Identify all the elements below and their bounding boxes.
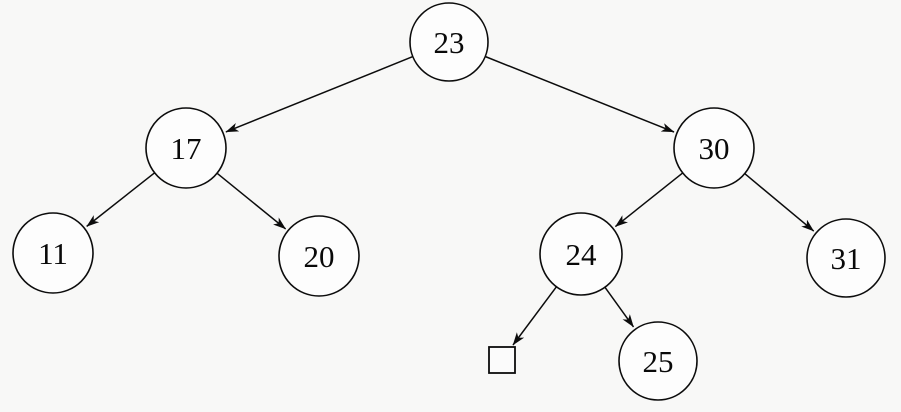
tree-node-23: 23 [409, 2, 489, 82]
node-label: 23 [434, 25, 465, 60]
edge-24-25 [604, 286, 635, 328]
node-circle [278, 215, 360, 297]
nil-square [488, 346, 516, 374]
edge-23-30 [484, 55, 675, 133]
edge-30-31 [744, 173, 815, 232]
edge-17-11 [86, 172, 156, 227]
node-circle [806, 218, 886, 298]
node-circle [539, 212, 623, 296]
node-circle [673, 107, 755, 189]
node-label: 11 [38, 236, 68, 271]
tree-node-31: 31 [806, 218, 886, 298]
tree-node-11: 11 [12, 212, 94, 294]
edge-24-nil [512, 286, 558, 346]
node-label: 31 [831, 241, 862, 276]
tree-node-24: 24 [539, 212, 623, 296]
node-label: 17 [171, 131, 202, 166]
tree-node-20: 20 [278, 215, 360, 297]
node-label: 30 [699, 131, 730, 166]
tree-node-30: 30 [673, 107, 755, 189]
edge-17-20 [216, 172, 287, 230]
tree-node-17: 17 [145, 107, 227, 189]
edge-30-24 [614, 172, 684, 228]
node-circle [409, 2, 489, 82]
node-circle [145, 107, 227, 189]
edge-23-17 [225, 55, 414, 133]
tree-node-25: 25 [618, 321, 698, 401]
tree-node-nil [488, 346, 516, 374]
node-label: 20 [304, 239, 335, 274]
node-circle [618, 321, 698, 401]
node-label: 25 [643, 344, 674, 379]
node-circle [12, 212, 94, 294]
node-label: 24 [566, 237, 598, 272]
